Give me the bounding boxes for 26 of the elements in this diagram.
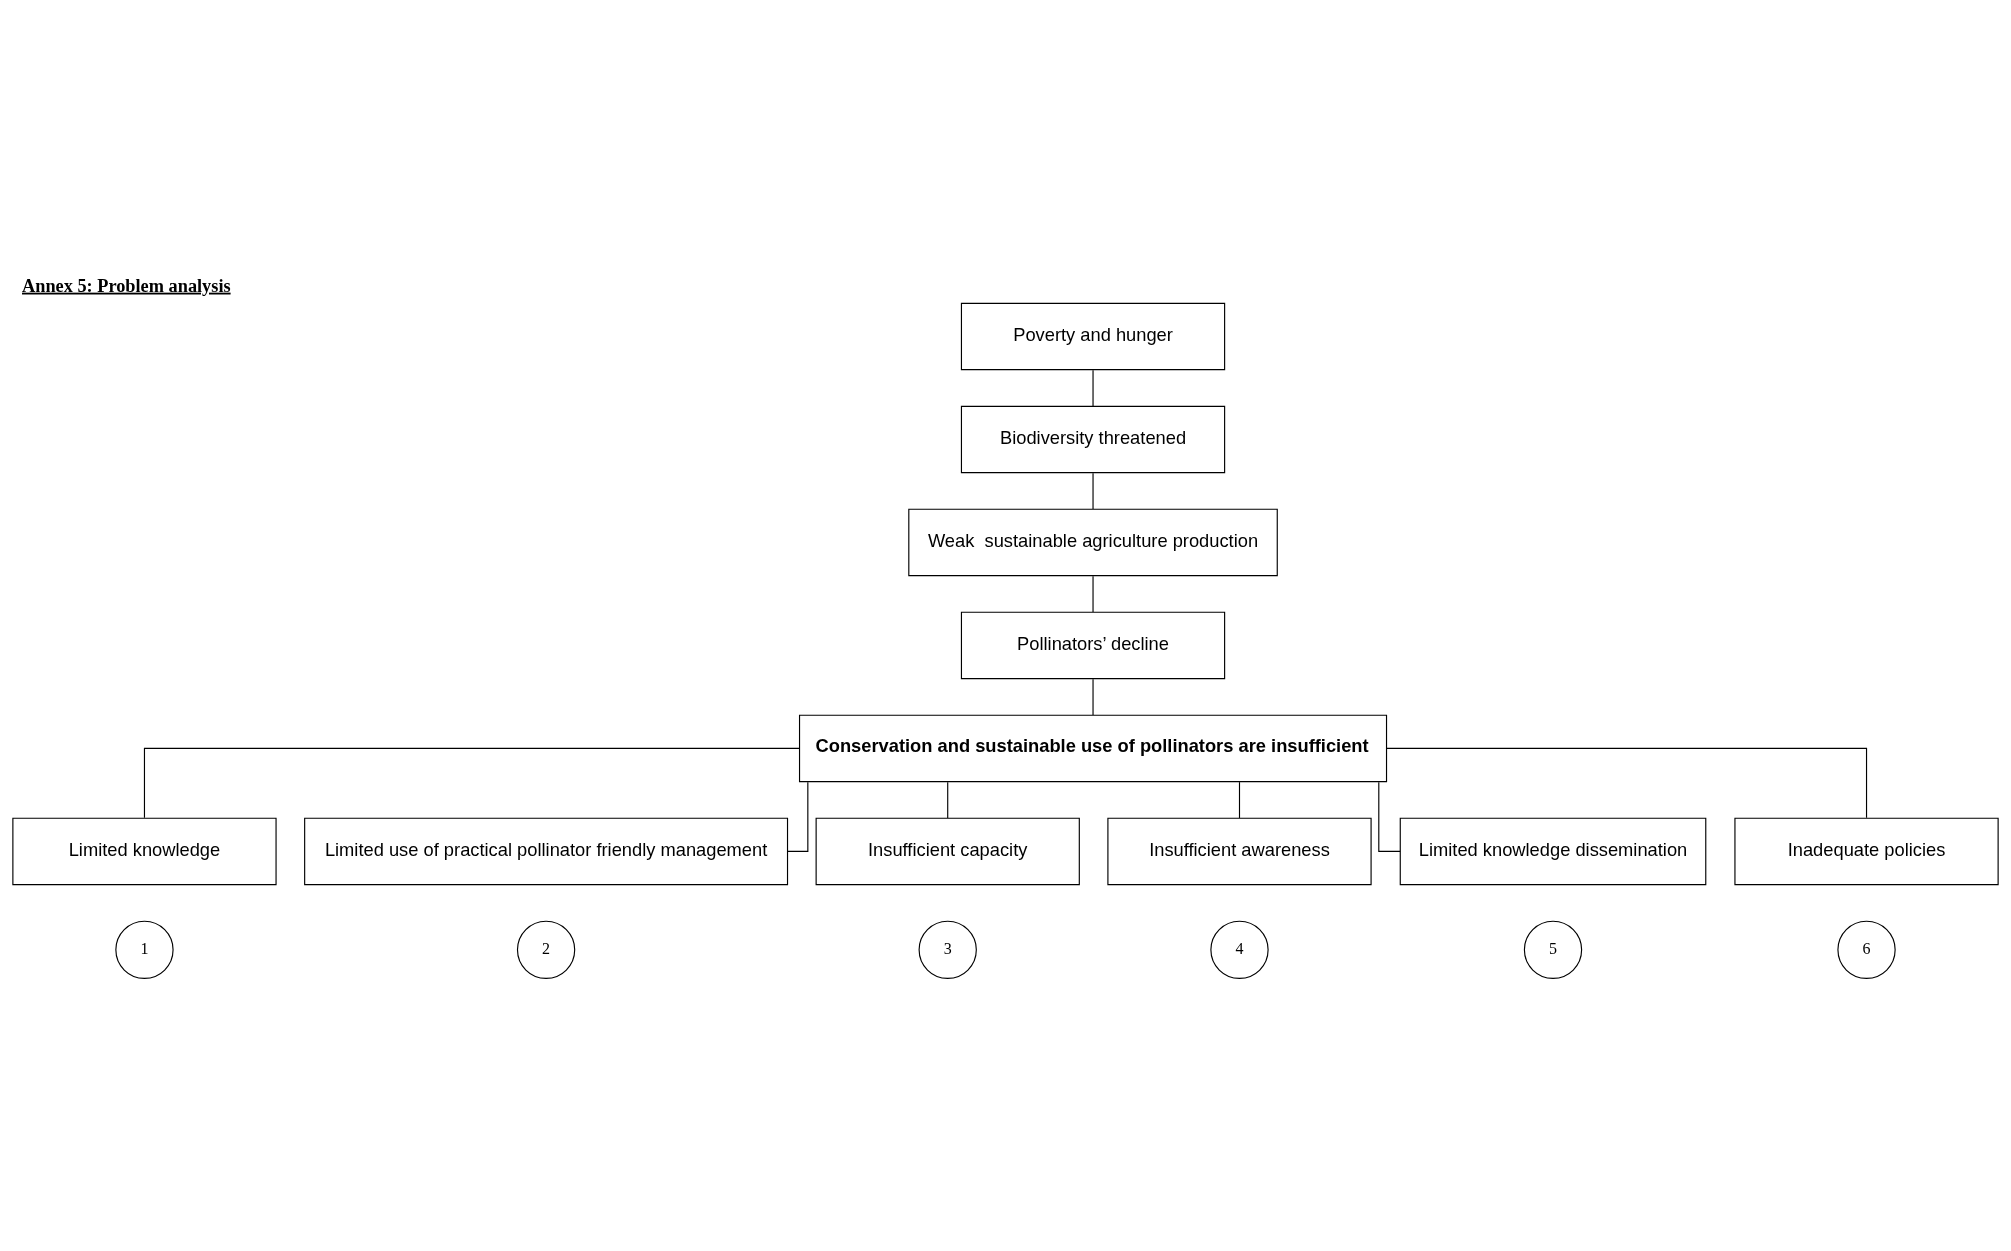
node-box: Pollinators’ decline <box>960 611 1226 679</box>
node-box: Limited knowledge <box>12 817 277 885</box>
node-box: Conservation and sustainable use of pollinators are insufficient <box>798 714 1388 782</box>
connector <box>1092 575 1094 613</box>
node-box: Limited knowledge dissemination <box>1399 817 1707 885</box>
connector <box>947 781 949 819</box>
node-box: Biodiversity threatened <box>960 405 1226 473</box>
node-box: Poverty and hunger <box>960 302 1226 370</box>
diagram-title: Annex 5: Problem analysis <box>22 275 231 296</box>
node-circle: 6 <box>1837 920 1896 979</box>
connector <box>1238 781 1241 819</box>
node-circle: 3 <box>918 920 977 979</box>
node-circle: 4 <box>1210 920 1269 979</box>
connector <box>1092 472 1094 510</box>
connector <box>1092 369 1094 407</box>
node-box: Insufficient awareness <box>1107 817 1372 885</box>
node-circle: 1 <box>115 920 174 979</box>
node-circle: 2 <box>516 920 576 979</box>
node-circle: 5 <box>1523 920 1583 979</box>
connector <box>1092 678 1094 716</box>
node-box: Inadequate policies <box>1734 817 1999 885</box>
connector <box>1386 747 1868 818</box>
connector <box>143 747 800 818</box>
node-box: Insufficient capacity <box>815 817 1080 885</box>
node-box: Weak sustainable agriculture production <box>908 508 1278 576</box>
node-box: Limited use of practical pollinator friendly management <box>304 817 789 885</box>
